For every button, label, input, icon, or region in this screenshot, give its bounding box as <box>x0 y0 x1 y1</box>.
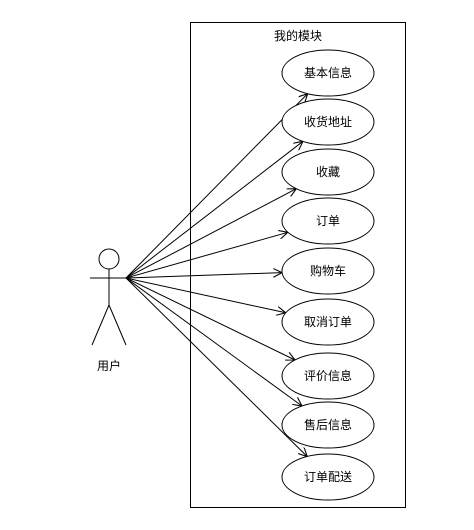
use-case-ellipse <box>281 453 375 501</box>
use-case-ellipse <box>281 98 375 146</box>
actor-name: 用户 <box>97 358 121 373</box>
association-arrow <box>125 277 286 313</box>
use-case-ellipse <box>281 352 375 400</box>
association-arrow <box>125 189 296 279</box>
use-case-ellipse <box>281 401 375 449</box>
use-case-ellipse <box>281 197 375 245</box>
use-case-label: 订单 <box>316 214 340 228</box>
use-case-ellipse <box>281 148 375 196</box>
use-case-ellipse <box>281 247 375 295</box>
system-title: 我的模块 <box>274 28 322 43</box>
use-case-label: 基本信息 <box>304 65 352 80</box>
association-arrow <box>125 277 295 360</box>
association-arrow <box>125 94 308 279</box>
use-case-label: 收货地址 <box>304 114 352 129</box>
use-case-ellipse <box>281 49 375 97</box>
use-case-label: 评价信息 <box>304 368 352 383</box>
use-case-label: 售后信息 <box>304 417 352 432</box>
actor-head <box>98 248 120 270</box>
use-case-label: 取消订单 <box>304 315 352 329</box>
actor-left-leg <box>91 304 110 346</box>
association-arrow <box>125 232 288 279</box>
use-case: 订单 <box>281 197 375 245</box>
system-boundary <box>190 22 406 508</box>
association-arrow <box>125 141 303 279</box>
associations <box>125 94 308 457</box>
use-case: 基本信息 <box>281 49 375 97</box>
use-case: 订单配送 <box>281 453 375 501</box>
association-arrow <box>125 277 302 406</box>
use-case: 收藏 <box>281 148 375 196</box>
use-case-ellipse <box>281 298 375 346</box>
use-case: 评价信息 <box>281 352 375 400</box>
use-case: 购物车 <box>281 247 375 295</box>
association-arrow <box>125 277 307 457</box>
use-case: 售后信息 <box>281 401 375 449</box>
use-case-label: 购物车 <box>310 263 346 278</box>
use-case: 收货地址 <box>281 98 375 146</box>
use-case-label: 收藏 <box>316 165 340 179</box>
actor-right-leg <box>108 304 127 346</box>
actor-figure <box>90 248 128 346</box>
association-arrow <box>125 273 282 279</box>
use-case-label: 订单配送 <box>304 469 352 484</box>
use-case: 取消订单 <box>281 298 375 346</box>
